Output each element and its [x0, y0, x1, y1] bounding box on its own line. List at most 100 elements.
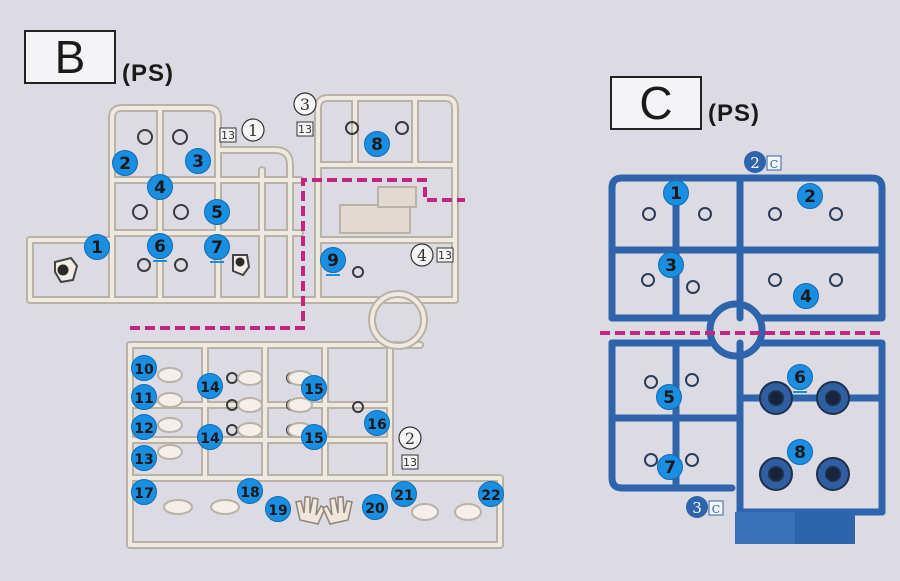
b-part-badge-9 — [320, 247, 346, 273]
c-part-badge-8 — [787, 439, 813, 465]
b-gate-tag-2 — [398, 426, 422, 450]
b-part-number-14: 14 — [200, 380, 220, 396]
b-oval-parts — [157, 367, 482, 521]
b-gate-tag-3 — [293, 92, 317, 116]
b-part-badge-15 — [301, 424, 327, 450]
b-runner-code-1: 13 — [221, 129, 235, 142]
b-part-badge-18 — [237, 478, 263, 504]
b-part-number-19: 19 — [268, 503, 287, 519]
b-part-number-10: 10 — [134, 362, 154, 378]
c-part-number-1: 1 — [670, 184, 682, 204]
c-gate-tag-2: 2 — [750, 154, 760, 172]
b-part-badge-8 — [364, 131, 390, 157]
section-c-letter: C — [639, 77, 673, 129]
b-part-badge-13 — [131, 445, 157, 471]
c-part-badge-3 — [658, 252, 684, 278]
section-b-material: (PS) — [122, 60, 174, 87]
c-part-badge-1 — [663, 180, 689, 206]
c-runner-code-2: C — [770, 158, 778, 171]
c-part-badge-5 — [656, 384, 682, 410]
b-part-number-16: 16 — [367, 417, 386, 433]
c-gate-tag-3: 3 — [692, 499, 702, 517]
b-part-number-17: 17 — [134, 486, 153, 502]
b-part-number-21: 21 — [394, 488, 413, 504]
b-part-badge-21 — [391, 481, 417, 507]
c-ring-connector — [706, 300, 766, 360]
b-part-number-8: 8 — [371, 135, 383, 155]
b-part-badge-3 — [185, 148, 211, 174]
b-gate-tag-4 — [410, 243, 434, 267]
section-c-material: (PS) — [708, 100, 760, 127]
c-part-number-8: 8 — [794, 443, 806, 463]
c-large-ring-parts — [759, 381, 850, 491]
b-block-part — [339, 204, 411, 234]
c-part-badge-4 — [793, 283, 819, 309]
b-part-number-15: 15 — [304, 431, 323, 447]
c-part-number-2: 2 — [804, 187, 816, 207]
c-part-badge-7 — [657, 454, 683, 480]
b-part-number-11: 11 — [134, 391, 153, 407]
b-part-number-20: 20 — [365, 501, 385, 517]
b-part-badge-14 — [197, 373, 223, 399]
b-part-number-3: 3 — [192, 152, 204, 172]
c-runner-code-3: C — [712, 503, 720, 516]
b-gate-tag-4-label: 4 — [417, 246, 427, 265]
b-part-number-6: 6 — [154, 237, 166, 257]
b-part-badge-15 — [301, 375, 327, 401]
c-part-badge-2 — [797, 183, 823, 209]
b-part-number-5: 5 — [211, 203, 223, 223]
b-runner-code-2: 13 — [403, 456, 417, 469]
b-part-badge-1 — [84, 234, 110, 260]
b-gate-tag-3-label: 3 — [300, 95, 310, 114]
c-small-parts — [641, 207, 843, 467]
b-part-number-18: 18 — [240, 485, 259, 501]
b-part-badge-2 — [112, 150, 138, 176]
b-gate-tags — [241, 92, 434, 450]
b-runner-code-3: 13 — [298, 123, 312, 136]
cut-lines — [130, 178, 885, 335]
c-part-number-6: 6 — [794, 368, 806, 388]
c-part-badge-6 — [787, 364, 813, 390]
b-part-badge-20 — [362, 494, 388, 520]
b-part-badge-6 — [147, 233, 173, 259]
b-gate-tag-1 — [241, 118, 265, 142]
section-c-label-box: C — [610, 76, 702, 130]
c-part-number-3: 3 — [665, 256, 677, 276]
c-runner — [608, 174, 886, 516]
b-part-number-4: 4 — [154, 178, 166, 198]
b-part-badge-22 — [478, 481, 504, 507]
b-part-badge-11 — [131, 384, 157, 410]
b-gate-tag-1-label: 1 — [248, 121, 258, 140]
b-gate-tag-2-label: 2 — [405, 429, 415, 448]
c-part-number-5: 5 — [663, 388, 675, 408]
b-part-badge-14 — [197, 424, 223, 450]
b-part-badge-5 — [204, 199, 230, 225]
b-part-number-7: 7 — [211, 238, 223, 258]
b-part-number-1: 1 — [91, 238, 103, 258]
section-b-letter: B — [54, 31, 86, 83]
b-part-badge-10 — [131, 355, 157, 381]
b-part-badge-17 — [131, 479, 157, 505]
b-part-badge-4 — [147, 174, 173, 200]
b-part-number-2: 2 — [119, 154, 131, 174]
b-part-badge-12 — [131, 414, 157, 440]
b-part-number-22: 22 — [481, 488, 500, 504]
section-b-label-box: B — [24, 30, 116, 84]
c-part-number-7: 7 — [664, 458, 676, 478]
b-part-badge-7 — [204, 234, 230, 260]
c-gate-tags: 2 C 3 C — [686, 151, 782, 518]
b-part-badge-16 — [364, 410, 390, 436]
b-runner-inner — [28, 96, 502, 547]
b-part-number-9: 9 — [327, 251, 339, 271]
b-figure-parts — [54, 254, 251, 284]
b-part-number-12: 12 — [134, 421, 153, 437]
b-part-number-15: 15 — [304, 382, 323, 398]
b-part-number-13: 13 — [134, 452, 153, 468]
b-part-number-14: 14 — [200, 431, 220, 447]
b-runner-code-4: 13 — [438, 249, 452, 262]
b-part-badge-19 — [265, 496, 291, 522]
c-part-number-4: 4 — [800, 287, 812, 307]
b-hand-parts — [295, 496, 353, 525]
